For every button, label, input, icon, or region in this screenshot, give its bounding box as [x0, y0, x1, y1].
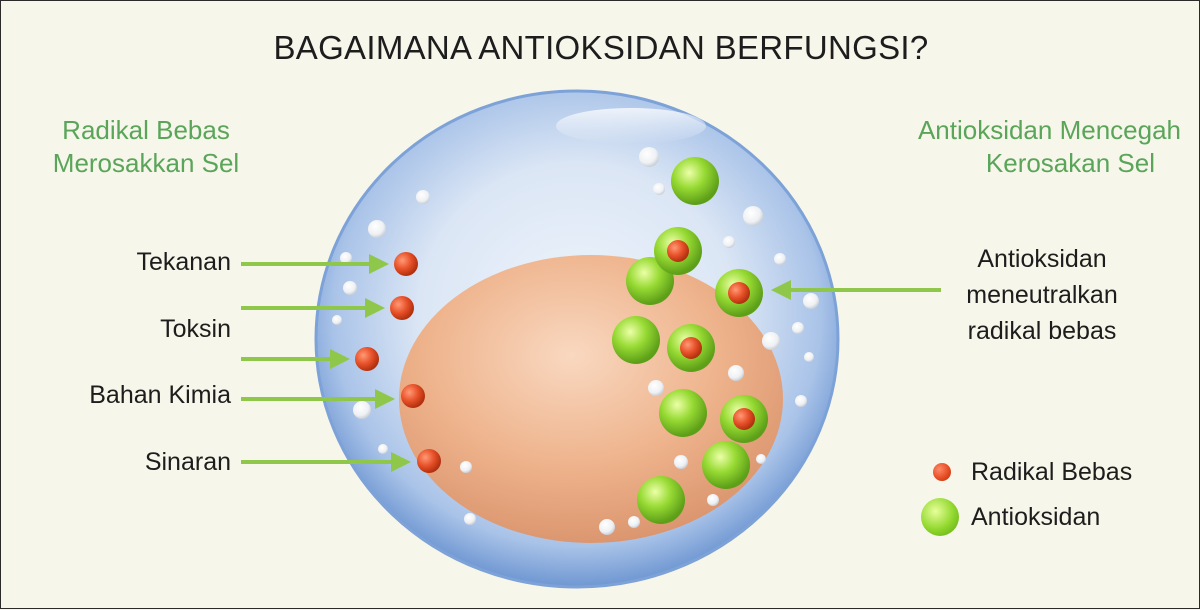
stressor-arrows — [241, 254, 941, 472]
free-radical-molecule — [394, 252, 418, 276]
right-heading-line1: Antioksidan Mencegah — [917, 115, 1181, 145]
stressor-label-sinaran: Sinaran — [144, 448, 231, 476]
page-title: BAGAIMANA ANTIOKSIDAN BERFUNGSI? — [273, 29, 929, 66]
cell-highlight — [556, 108, 706, 144]
left-heading-line1: Radikal Bebas — [62, 115, 230, 145]
free-radical-molecule — [401, 384, 425, 408]
antioxidant-molecules — [612, 157, 750, 524]
free-radical-molecule — [733, 408, 755, 430]
free-radical-molecule — [355, 347, 379, 371]
right-heading: Antioksidan Mencegah Kerosakan Sel — [883, 114, 1183, 180]
free-radical-molecule — [728, 282, 750, 304]
legend-free-radical: Radikal Bebas — [921, 452, 1132, 492]
antioxidant-swatch-icon — [921, 498, 959, 536]
free-radical-molecule — [390, 296, 414, 320]
explanation-line2: meneutralkan — [966, 281, 1118, 309]
free-radical-molecule — [417, 449, 441, 473]
explanation-line3: radikal bebas — [967, 317, 1117, 345]
antioxidant-molecule — [659, 389, 707, 437]
antioxidant-molecule — [626, 257, 674, 305]
antioxidant-molecule — [612, 316, 660, 364]
free-radicals-attacking — [355, 252, 441, 473]
stressor-label-toksin: Toksin — [160, 315, 231, 343]
legend-free-radical-label: Radikal Bebas — [971, 457, 1133, 486]
stressor-label-tekanan: Tekanan — [136, 248, 231, 276]
legend-antioxidant-label: Antioksidan — [971, 502, 1101, 531]
neutralized-radicals — [654, 227, 768, 443]
antioxidant-molecule — [637, 476, 685, 524]
stressor-label-bahan-kimia: Bahan Kimia — [89, 381, 231, 409]
left-heading-line2: Merosakkan Sel — [52, 148, 240, 178]
legend-antioxidant: Antioksidan — [921, 497, 1100, 537]
antioxidant-molecule — [671, 157, 719, 205]
explanation-line1: Antioksidan — [977, 245, 1107, 273]
right-heading-line2: Kerosakan Sel — [985, 148, 1155, 178]
free-radical-molecule — [680, 337, 702, 359]
neutralize-explanation: Antioksidan meneutralkan radikal bebas — [937, 241, 1147, 349]
left-heading: Radikal Bebas Merosakkan Sel — [21, 114, 271, 180]
free-radical-swatch-icon — [933, 463, 951, 481]
white-particles — [332, 147, 819, 535]
antioxidant-molecule — [702, 441, 750, 489]
free-radical-molecule — [667, 240, 689, 262]
